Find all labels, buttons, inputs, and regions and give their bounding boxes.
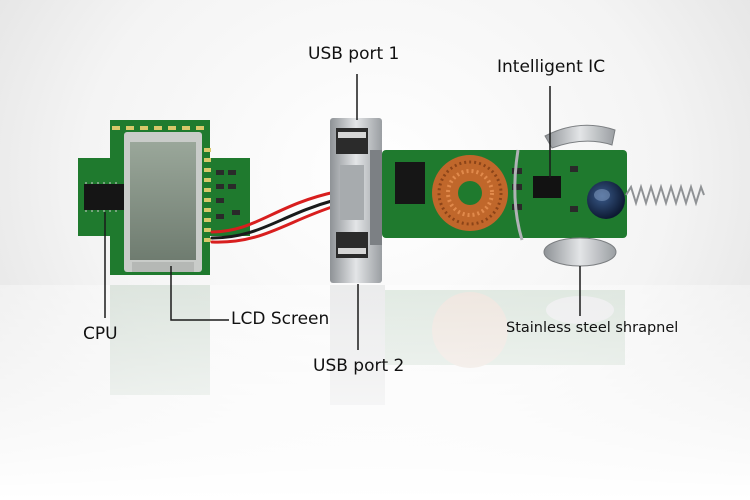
main-pcb — [382, 150, 705, 238]
label-steel-shrapnel: Stainless steel shrapnel — [506, 320, 679, 336]
usb-port-1-opening — [336, 128, 368, 154]
label-cpu: CPU — [83, 324, 118, 344]
spring — [625, 183, 705, 207]
leader-lcd — [170, 266, 229, 321]
lcd-glass — [130, 142, 196, 260]
reflection-fade — [0, 285, 750, 500]
label-lcd-screen: LCD Screen — [231, 309, 330, 329]
inductor-block — [395, 162, 425, 204]
label-usb-port-2: USB port 2 — [313, 356, 405, 376]
lcd-board — [78, 120, 250, 275]
cpu-chip — [84, 184, 124, 210]
label-intelligent-ic: Intelligent IC — [497, 57, 606, 77]
intelligent-ic-chip — [533, 176, 561, 198]
steel-shrapnel — [513, 124, 617, 267]
label-usb-port-1: USB port 1 — [308, 44, 400, 64]
wires — [210, 190, 337, 244]
usb-port-2-opening — [336, 232, 368, 258]
callout-lines — [104, 74, 581, 350]
usb-connector-block — [330, 118, 382, 283]
